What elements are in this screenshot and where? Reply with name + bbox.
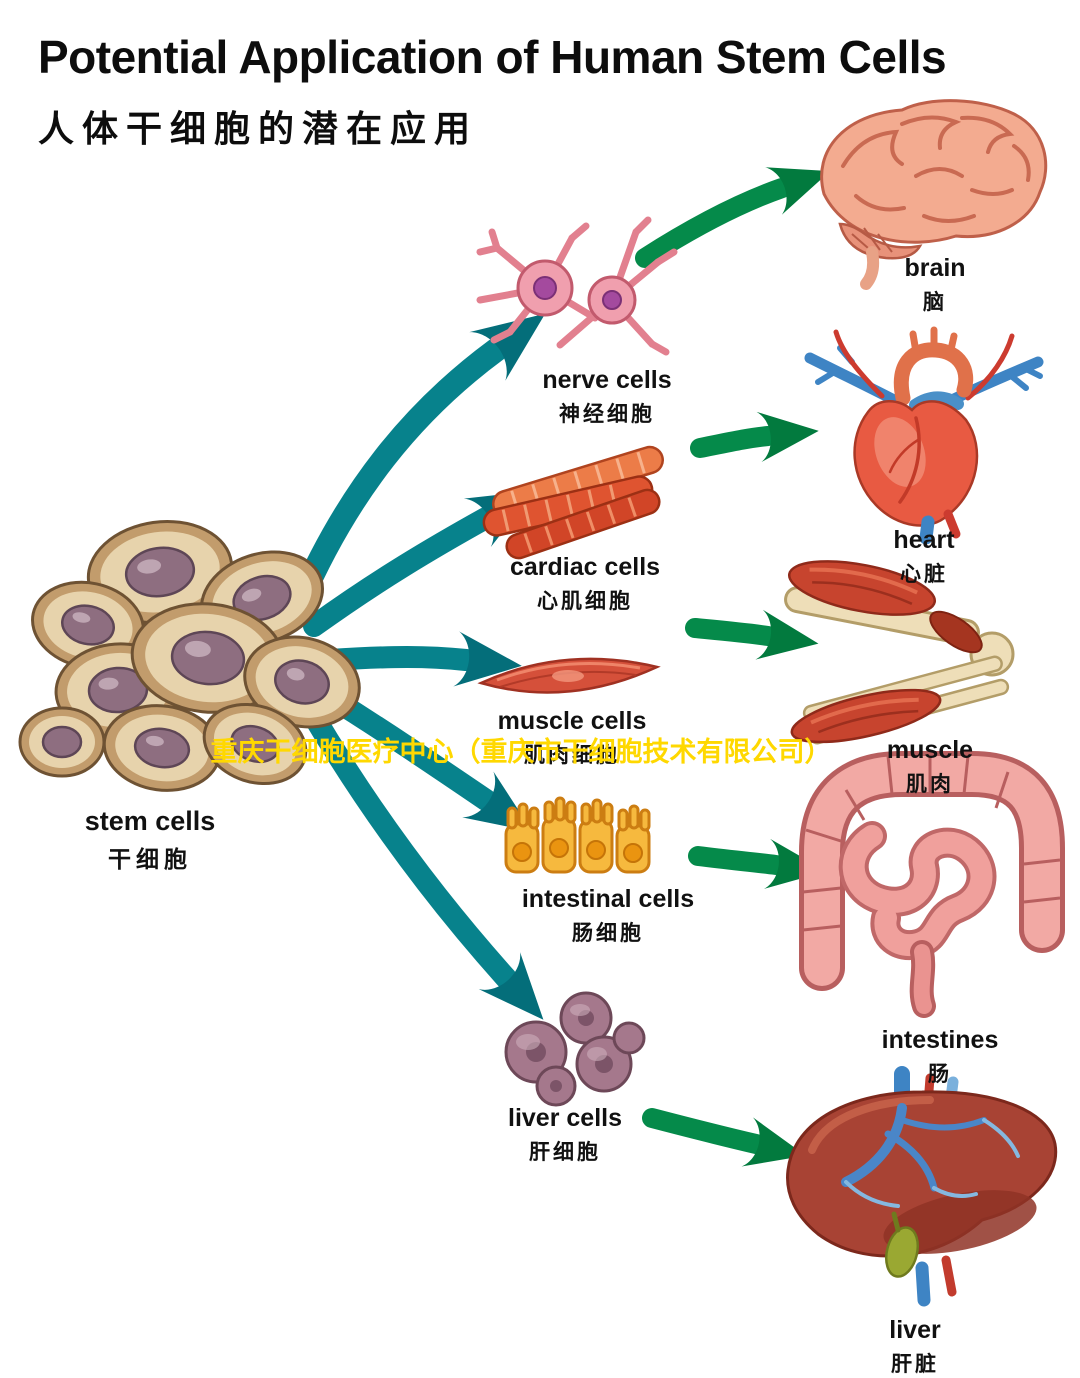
liver-cells-label-zh: 肝细胞	[528, 1141, 601, 1164]
arrow-stem-to-muscle	[319, 631, 522, 687]
liver-illustration	[786, 1066, 1058, 1307]
muscle-cells-illustration	[477, 657, 661, 694]
label-nerve-cells: nerve cells 神经细胞	[542, 366, 671, 428]
muscle-label-en: muscle	[886, 736, 974, 764]
brain-label-zh: 脑	[923, 291, 947, 314]
label-stem-cells: stem cells 干细胞	[85, 806, 216, 874]
cardiac-cells-illustration	[482, 445, 664, 560]
muscle-illustration	[784, 560, 1015, 745]
muscle-cells-label-zh: 肌肉细胞	[524, 744, 620, 767]
watermark-text: 重庆干细胞医疗中心（重庆市干细胞技术有限公司）	[210, 737, 832, 767]
arrows-cells-to-organs	[635, 167, 831, 1167]
label-intestinal-cells: intestinal cells 肠细胞	[522, 885, 694, 947]
arrow-intestinal-to-intestines	[688, 838, 827, 889]
muscle-cells-label-en: muscle cells	[497, 707, 647, 735]
nerve-cells-illustration	[476, 216, 678, 356]
arrow-stem-to-liver	[299, 699, 544, 1020]
arrow-stem-to-nerve	[288, 313, 546, 614]
arrow-stem-to-cardiac	[303, 490, 536, 637]
label-heart: heart 心脏	[893, 526, 954, 588]
nerve-cells-label-en: nerve cells	[542, 366, 672, 394]
page-subtitle: 人体干细胞的潜在应用	[38, 108, 479, 149]
label-liver-cells: liver cells 肝细胞	[508, 1104, 622, 1166]
liver-label-en: liver	[889, 1316, 941, 1344]
intestinal-cells-label-en: intestinal cells	[521, 885, 695, 913]
arrow-muscle-to-muscle	[685, 609, 819, 660]
label-intestines: intestines 肠	[882, 1026, 999, 1088]
liver-cells-label-en: liver cells	[508, 1104, 622, 1132]
intestines-label-en: intestines	[881, 1026, 999, 1054]
cardiac-cells-label-zh: 心肌细胞	[537, 590, 633, 613]
heart-illustration	[804, 326, 1044, 545]
heart-label-en: heart	[893, 526, 955, 554]
label-muscle: muscle 肌肉	[887, 736, 973, 798]
label-brain: brain 脑	[904, 254, 965, 316]
brain-illustration	[820, 99, 1048, 290]
brain-label-en: brain	[904, 254, 966, 282]
label-liver: liver 肝脏	[889, 1316, 940, 1378]
label-muscle-cells: muscle cells 肌肉细胞	[498, 707, 647, 769]
liver-label-zh: 肝脏	[891, 1353, 939, 1376]
muscle-label-zh: 肌肉	[905, 773, 954, 796]
arrow-liver-to-liver	[642, 1108, 806, 1167]
page-title: Potential Application of Human Stem Cell…	[38, 31, 947, 83]
nerve-cells-label-zh: 神经细胞	[558, 403, 655, 426]
arrow-nerve-to-brain	[635, 167, 831, 268]
intestines-label-zh: 肠	[927, 1063, 952, 1086]
stem-cells-label-zh: 干细胞	[108, 846, 192, 872]
cardiac-cells-label-en: cardiac cells	[509, 553, 661, 581]
heart-label-zh: 心脏	[899, 563, 948, 586]
intestines-illustration	[799, 751, 1065, 1018]
arrow-cardiac-to-heart	[690, 411, 819, 462]
intestinal-cells-label-zh: 肠细胞	[571, 922, 644, 945]
stem-cells-illustration	[18, 519, 361, 792]
intestinal-cells-illustration	[504, 796, 651, 874]
stem-cells-label-en: stem cells	[84, 806, 216, 836]
liver-cells-illustration	[504, 991, 646, 1107]
label-cardiac-cells: cardiac cells 心肌细胞	[510, 553, 660, 615]
